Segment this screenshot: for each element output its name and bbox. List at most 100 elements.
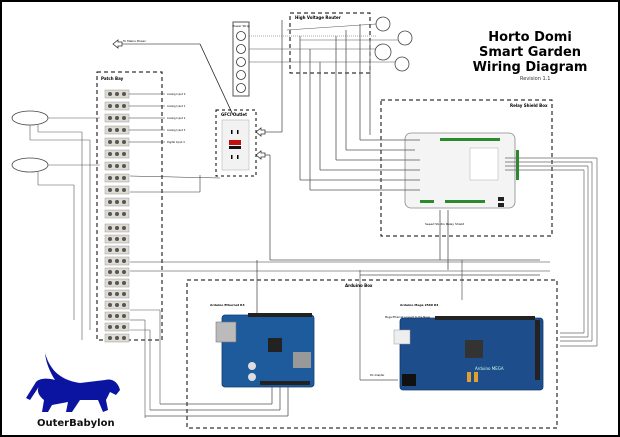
device-pump (397, 30, 413, 46)
high-voltage-router-box: High Voltage Router (289, 12, 371, 74)
terminal-screw (122, 270, 126, 274)
terminal-screw (122, 176, 126, 180)
title-line-1: Horto Domi (488, 30, 572, 45)
terminal-screw (108, 104, 112, 108)
device-heater (394, 56, 410, 72)
terminal-screw (115, 237, 119, 241)
arduino-box: Arduino Box (186, 279, 558, 429)
patch-port-label: Digital Input 4 (167, 140, 185, 144)
terminal-screw (122, 336, 126, 340)
terminal-screw (115, 152, 119, 156)
terminal-screw (108, 325, 112, 329)
arduino-box-label: Arduino Box (345, 283, 373, 288)
terminal-screw (108, 281, 112, 285)
outlet-icon (236, 83, 246, 93)
terminal-screw (122, 226, 126, 230)
terminal-screw (122, 128, 126, 132)
relay-shield-board (404, 132, 516, 209)
sensor-outdoor-moisture (11, 110, 49, 126)
terminal-screw (115, 116, 119, 120)
terminal-screw (108, 259, 112, 263)
outlet-icon (236, 44, 246, 54)
terminal-screw (108, 188, 112, 192)
terminal-screw (108, 248, 112, 252)
patch-port-label: Analog Input 0 (167, 92, 186, 96)
terminal-screw (108, 212, 112, 216)
terminal-screw (108, 140, 112, 144)
terminal-screw (108, 116, 112, 120)
terminal-screw (108, 200, 112, 204)
winged-lion-icon (26, 353, 120, 412)
terminal-screw (122, 104, 126, 108)
terminal-screw (115, 212, 119, 216)
terminal-strip: Analog Input 0 Analog Input 1 Analog Input… (104, 89, 186, 343)
terminal-screw (115, 325, 119, 329)
terminal-screw (115, 259, 119, 263)
terminal-screw (115, 140, 119, 144)
mains-label: To Mains Power (122, 39, 147, 43)
terminal-screw (108, 226, 112, 230)
terminal-screw (122, 212, 126, 216)
terminal-screw (108, 152, 112, 156)
terminal-screw (108, 336, 112, 340)
terminal-screw (122, 200, 126, 204)
terminal-screw (108, 176, 112, 180)
arduino-ethernet-board: Arduino Ethernet R3 (210, 303, 315, 388)
terminal-screw (115, 104, 119, 108)
terminal-screw (108, 237, 112, 241)
terminal-screw (122, 188, 126, 192)
gfci-label: GFCI Outlet (221, 112, 247, 117)
terminal-screw (115, 200, 119, 204)
relay-shield-box: Relay Shield Box Seeed Studio Relay Shie… (380, 99, 553, 237)
revision-label: Revision 1.1 (520, 76, 551, 82)
patch-port-label: Analog Input 3 (167, 128, 186, 132)
terminal-screw (108, 303, 112, 307)
terminal-screw (122, 314, 126, 318)
terminal-screw (115, 248, 119, 252)
terminal-screw (122, 164, 126, 168)
arduino-mega-board: Arduino Mega 2560 R3 Arduino MEGA (393, 303, 544, 391)
ethernet-label: Arduino Ethernet R3 (210, 303, 245, 307)
patch-bay-box: Patch Bay (96, 71, 163, 341)
terminal-screw (122, 140, 126, 144)
terminal-screw (108, 314, 112, 318)
sensor-indoor-temp (11, 157, 49, 173)
title-line-2: Smart Garden (478, 45, 582, 60)
hv-devices (374, 16, 413, 72)
relay-shield-label: Relay Shield Box (510, 103, 548, 108)
terminal-screw (122, 116, 126, 120)
terminal-screw (108, 92, 112, 96)
mega-note: Mega Ethernet connect to the Mega (385, 315, 430, 319)
terminal-screw (115, 164, 119, 168)
patch-port-label: Analog Input 1 (167, 104, 186, 108)
terminal-screw (122, 281, 126, 285)
terminal-screw (115, 176, 119, 180)
terminal-screw (122, 325, 126, 329)
terminal-screw (122, 303, 126, 307)
terminal-screw (115, 92, 119, 96)
terminal-screw (108, 270, 112, 274)
gfci-outlet-box: GFCI Outlet (215, 109, 257, 177)
terminal-screw (115, 188, 119, 192)
title-line-3: Wiring Diagram (472, 60, 588, 75)
logo-text: OuterBabylon (37, 418, 115, 429)
outlet-icon (236, 31, 246, 41)
terminal-screw (115, 314, 119, 318)
terminal-screw (115, 270, 119, 274)
terminal-screw (108, 164, 112, 168)
patch-bay-label: Patch Bay (101, 76, 124, 81)
relay-board-caption: Seeed Studio Relay Shield (425, 222, 464, 226)
device-solenoid-valve (375, 16, 391, 32)
terminal-screw (115, 292, 119, 296)
high-voltage-router-label: High Voltage Router (295, 15, 341, 20)
device-light (374, 43, 392, 61)
terminal-screw (122, 92, 126, 96)
terminal-screw (122, 259, 126, 263)
mega-silkscreen: Arduino MEGA (475, 366, 504, 371)
mains-arrow: To Mains Power (112, 39, 234, 116)
power-strip: Power Strip (232, 21, 250, 97)
mega-label: Arduino Mega 2560 R3 (400, 303, 438, 307)
terminal-screw (115, 303, 119, 307)
power-strip-label: Power Strip (232, 24, 249, 28)
